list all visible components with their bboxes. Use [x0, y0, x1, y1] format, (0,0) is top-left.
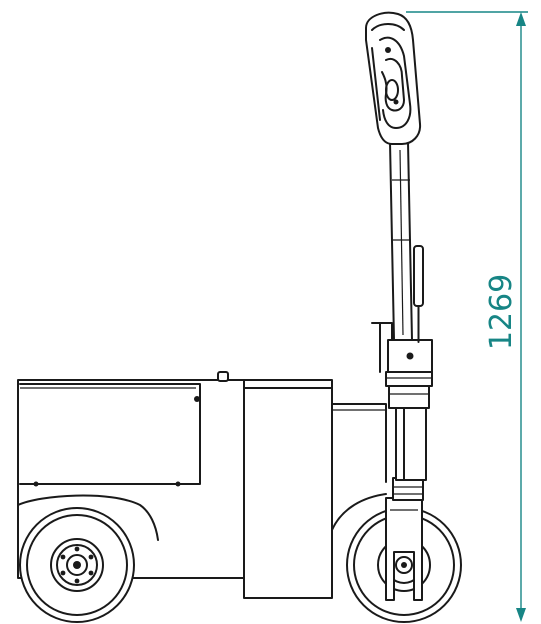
top-cap	[217, 371, 229, 382]
steering-column	[385, 371, 433, 481]
gas-spring	[413, 245, 424, 343]
tiller-hinge	[371, 322, 433, 373]
height-dimension-label: 1269	[484, 274, 519, 350]
dimension-arrow-top	[516, 12, 526, 26]
drive-compartment	[243, 379, 333, 599]
front-fork	[385, 477, 424, 601]
rear-wheel	[17, 494, 159, 623]
height-dimension: 1269	[406, 11, 528, 622]
dimension-arrow-bottom	[516, 608, 526, 622]
tiller-handle	[365, 11, 422, 145]
tiller-arm	[389, 141, 413, 341]
fork-bracket	[331, 403, 387, 531]
